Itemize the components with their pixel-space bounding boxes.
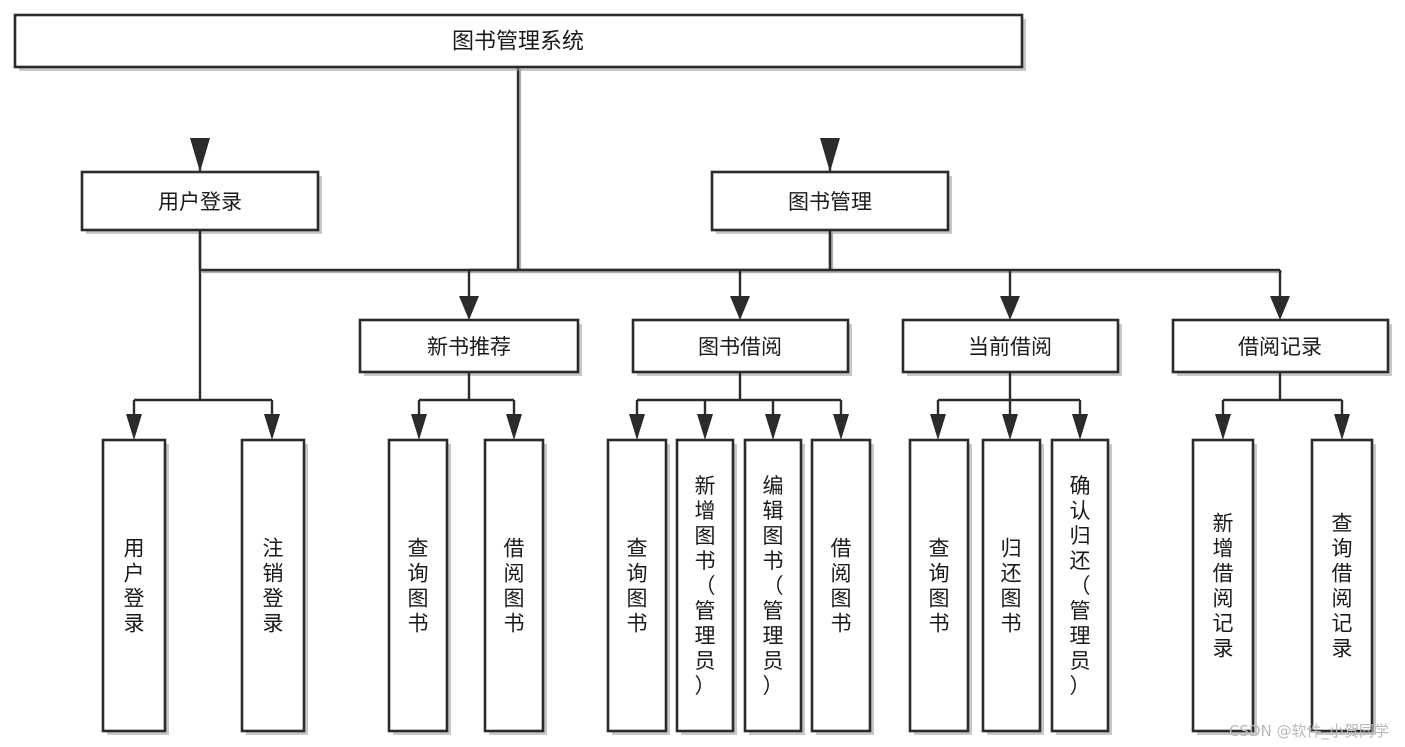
book-borrow-label: 图书借阅 <box>698 335 782 359</box>
current-borrow-box[interactable] <box>901 318 1120 374</box>
leaf-add-book-label: 新增图书（管理员） <box>695 474 716 698</box>
node-leaf-confirm-return[interactable]: 确认归还（管理员） <box>1050 438 1112 735</box>
leaf-edit-book-label: 编辑图书（管理员） <box>763 474 784 698</box>
leaf-add-record-box[interactable] <box>1191 438 1255 733</box>
node-leaf-add-book[interactable]: 新增图书（管理员） <box>675 438 737 735</box>
leaf-add-record-label: 新增借阅记录 <box>1213 512 1234 661</box>
watermark: CSDN @软件_小贺同学 <box>1228 722 1389 740</box>
node-book-borrow[interactable]: 图书借阅 <box>631 318 852 376</box>
leaf-query-book-1-label: 查询图书 <box>408 537 429 636</box>
leaf-logout-label: 注销登录 <box>263 537 284 636</box>
connector-group <box>198 67 832 274</box>
borrow-record-label: 借阅记录 <box>1238 335 1322 359</box>
leaf-borrow-book-1-label: 借阅图书 <box>504 537 525 636</box>
arrow-leaf-borrow-book-1 <box>506 414 522 440</box>
user-login-label: 用户登录 <box>158 190 242 214</box>
node-leaf-borrow-book-2[interactable]: 借阅图书 <box>810 438 874 735</box>
root-box[interactable] <box>13 13 1024 69</box>
arrow-to-current-borrow <box>1000 296 1020 320</box>
root-label: 图书管理系统 <box>452 30 584 55</box>
connector-book-manage-to-level2 <box>459 230 1290 320</box>
node-leaf-borrow-book-1[interactable]: 借阅图书 <box>483 438 547 735</box>
leaf-logout-box[interactable] <box>240 438 306 733</box>
arrow-leaf-confirm-return <box>1072 414 1088 440</box>
leaf-borrow-book-2-box[interactable] <box>810 438 872 733</box>
node-leaf-user-login[interactable]: 用户登录 <box>101 438 169 735</box>
leaf-nodes: 用户登录 注销登录 查询图书 借阅图书 查询图书 <box>101 438 1376 735</box>
arrow-leaf-query-record <box>1334 414 1350 440</box>
node-leaf-query-book-2[interactable]: 查询图书 <box>606 438 670 735</box>
connector-book-borrow-leaves <box>629 372 849 440</box>
arrow-leaf-edit-book <box>765 414 781 440</box>
connector-borrow-record-leaves <box>1215 372 1350 440</box>
leaf-borrow-book-2-label: 借阅图书 <box>831 537 852 636</box>
node-book-manage[interactable]: 图书管理 <box>710 170 952 234</box>
leaf-user-login-box[interactable] <box>101 438 167 733</box>
node-current-borrow[interactable]: 当前借阅 <box>901 318 1122 376</box>
leaf-confirm-return-label: 确认归还（管理员） <box>1070 474 1091 698</box>
node-borrow-record[interactable]: 借阅记录 <box>1171 318 1392 376</box>
leaf-user-login-label: 用户登录 <box>124 537 145 636</box>
arrow-leaf-logout <box>264 414 280 440</box>
arrow-to-borrow-record <box>1270 296 1290 320</box>
book-manage-label: 图书管理 <box>788 190 872 214</box>
node-new-book-recommend[interactable]: 新书推荐 <box>358 318 582 376</box>
connector-new-book-leaves <box>411 372 522 440</box>
node-leaf-edit-book[interactable]: 编辑图书（管理员） <box>743 438 805 735</box>
connector-user-login-leaves <box>126 230 280 440</box>
arrow-to-book-borrow <box>730 296 750 320</box>
leaf-query-book-3-box[interactable] <box>908 438 970 733</box>
leaf-query-book-3-label: 查询图书 <box>929 537 950 636</box>
arrow-leaf-query-book-3 <box>930 414 946 440</box>
arrow-leaf-return-book <box>1002 414 1018 440</box>
arrow-leaf-query-book-1 <box>411 414 427 440</box>
borrow-record-box[interactable] <box>1171 318 1390 374</box>
arrow-to-book-manage <box>820 138 840 172</box>
leaf-add-book-box[interactable] <box>675 438 735 733</box>
node-leaf-query-book-3[interactable]: 查询图书 <box>908 438 972 735</box>
leaf-return-book-label: 归还图书 <box>1001 537 1022 636</box>
leaf-query-book-2-box[interactable] <box>606 438 668 733</box>
node-root[interactable]: 图书管理系统 <box>13 13 1026 71</box>
node-leaf-return-book[interactable]: 归还图书 <box>981 438 1044 735</box>
arrow-to-user-login <box>190 138 210 172</box>
leaf-edit-book-box[interactable] <box>743 438 803 733</box>
arrow-leaf-add-record <box>1215 414 1231 440</box>
node-leaf-query-record[interactable]: 查询借阅记录 <box>1310 438 1376 735</box>
book-manage-box[interactable] <box>710 170 950 232</box>
arrow-leaf-query-book-2 <box>629 414 645 440</box>
leaf-query-book-2-label: 查询图书 <box>627 537 648 636</box>
arrow-leaf-borrow-book-2 <box>833 414 849 440</box>
node-leaf-query-book-1[interactable]: 查询图书 <box>387 438 451 735</box>
leaf-confirm-return-box[interactable] <box>1050 438 1110 733</box>
new-book-label: 新书推荐 <box>427 335 511 359</box>
node-leaf-logout[interactable]: 注销登录 <box>240 438 308 735</box>
leaf-query-book-1-box[interactable] <box>387 438 449 733</box>
arrow-to-new-book-recommend <box>459 296 479 320</box>
current-borrow-label: 当前借阅 <box>968 335 1052 359</box>
leaf-return-book-box[interactable] <box>981 438 1042 733</box>
connector-current-borrow-leaves <box>930 372 1088 440</box>
arrow-leaf-user-login <box>126 414 142 440</box>
leaf-query-record-box[interactable] <box>1310 438 1374 733</box>
node-leaf-add-record[interactable]: 新增借阅记录 <box>1191 438 1257 735</box>
leaf-borrow-book-1-box[interactable] <box>483 438 545 733</box>
node-user-login[interactable]: 用户登录 <box>80 170 322 234</box>
new-book-box[interactable] <box>358 318 580 374</box>
arrow-leaf-add-book <box>697 414 713 440</box>
leaf-query-record-label: 查询借阅记录 <box>1332 512 1353 661</box>
